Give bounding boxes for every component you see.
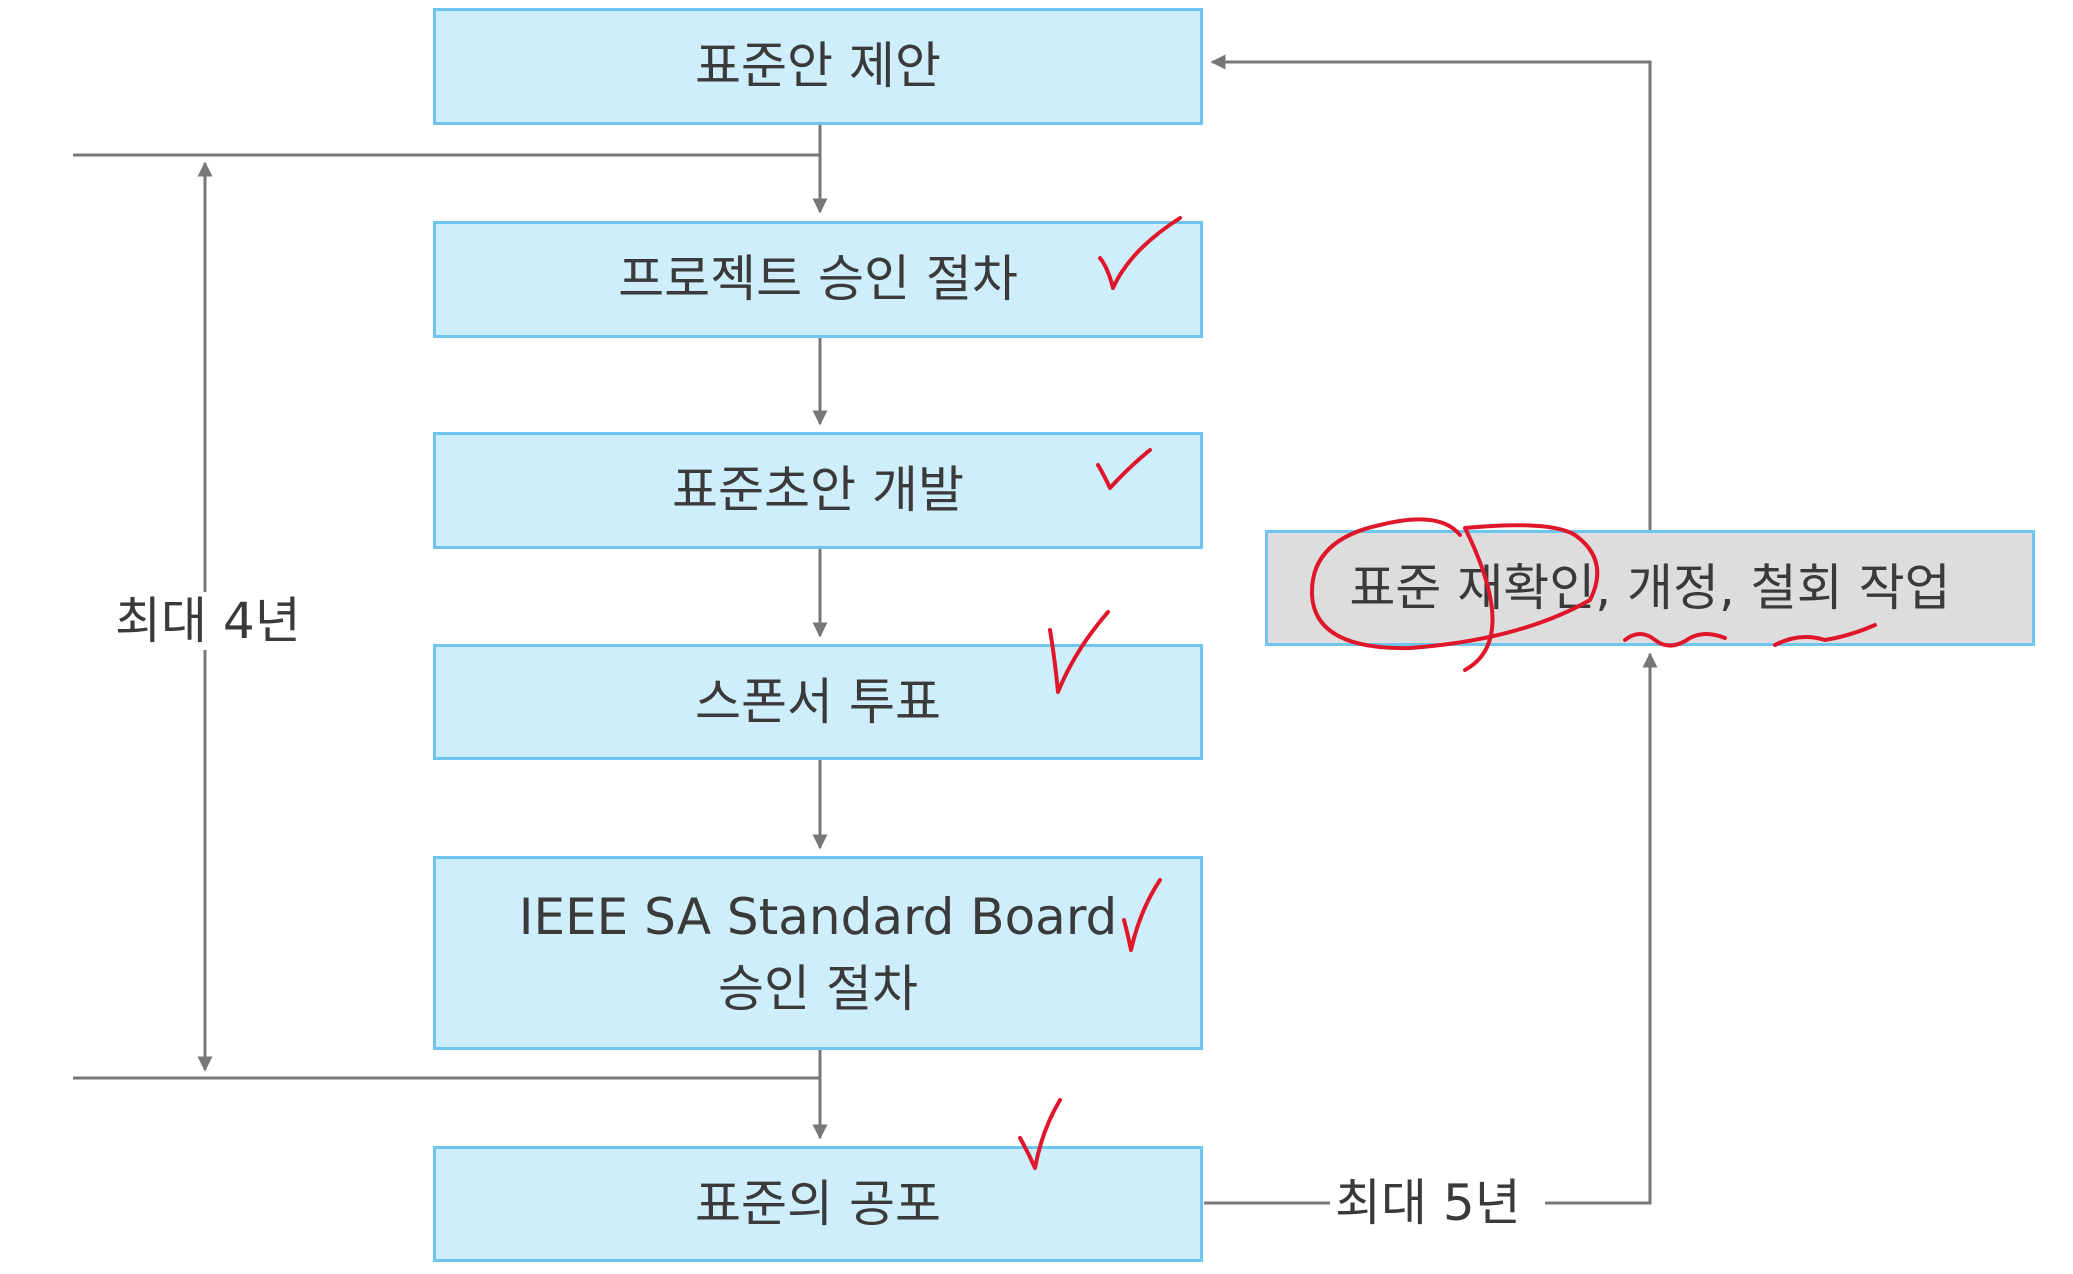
- feedback-up-arrow: [1545, 652, 1658, 1205]
- span-label-max-4-years: 최대 4년: [115, 592, 301, 650]
- step-label: 프로젝트 승인 절차: [618, 250, 1018, 309]
- step-publication: 표준의 공포: [433, 1146, 1203, 1262]
- span-label-max-5-years: 최대 5년: [1335, 1174, 1521, 1232]
- step-label: 표준안 제안: [695, 37, 941, 96]
- checkmark-2: [1096, 448, 1152, 490]
- step-sponsor-ballot: 스폰서 투표: [433, 644, 1203, 760]
- step-label: IEEE SA Standard Board: [518, 887, 1118, 946]
- checkmark-5: [1018, 1098, 1062, 1170]
- underline-revision: [1623, 632, 1727, 648]
- step-project-approval: 프로젝트 승인 절차: [433, 221, 1203, 338]
- step-label-line2: 승인 절차: [718, 960, 918, 1018]
- side-box-reaffirm-revise-withdraw: 표준 재확인, 개정, 철회 작업: [1265, 530, 2035, 646]
- step-draft-development: 표준초안 개발: [433, 432, 1203, 549]
- checkmark-4: [1122, 878, 1162, 952]
- step-label: 스폰서 투표: [695, 672, 941, 731]
- step-label: 표준초안 개발: [672, 461, 964, 520]
- side-box-label: 표준 재확인, 개정, 철회 작업: [1349, 558, 1951, 617]
- underline-withdrawal: [1773, 623, 1877, 647]
- checkmark-1: [1098, 216, 1182, 290]
- circle-reaffirm: [1309, 517, 1600, 672]
- step-standard-proposal: 표준안 제안: [433, 8, 1203, 125]
- step-board-approval: IEEE SA Standard Board 승인 절차: [433, 856, 1203, 1050]
- checkmark-3: [1048, 610, 1110, 694]
- step-label: 표준의 공포: [695, 1174, 941, 1233]
- feedback-return-arrow: [1210, 54, 1652, 530]
